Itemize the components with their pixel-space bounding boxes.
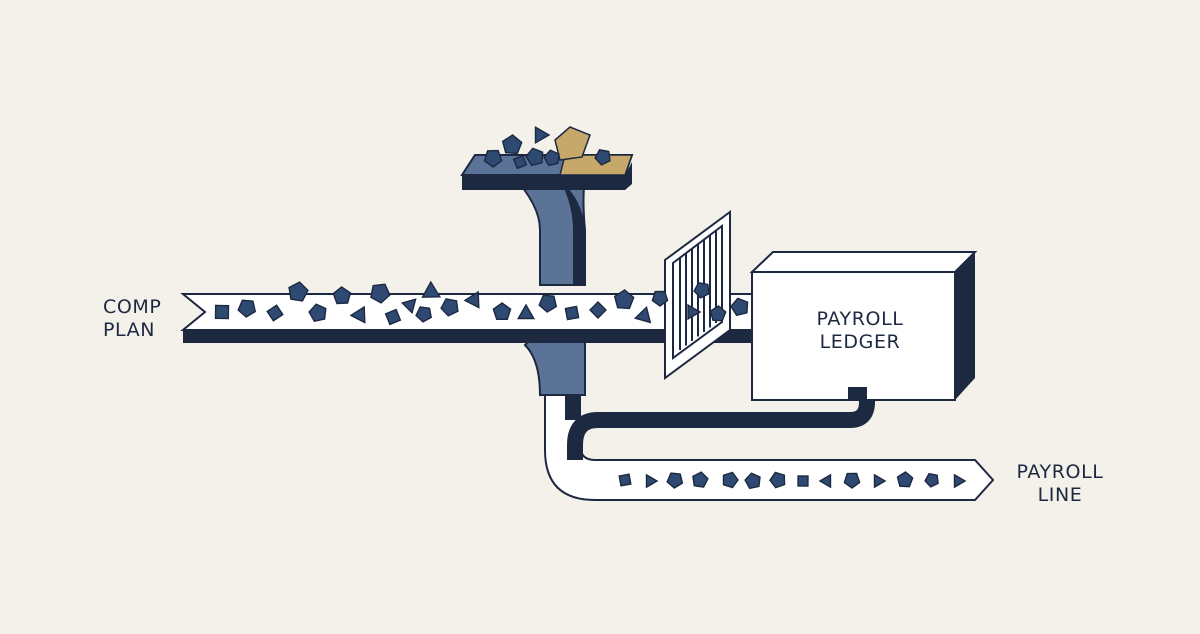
line-chip-11 [896, 471, 914, 488]
belt-chip-14 [492, 302, 512, 321]
belt-chip-1 [237, 299, 257, 318]
belt-chip-7 [370, 283, 391, 304]
comp-plan-label-line2: PLAN [103, 319, 156, 341]
belt-chip-25 [730, 297, 749, 317]
line-chip-7 [797, 475, 809, 487]
belt-chip-0 [214, 304, 230, 320]
hopper-chip-2 [534, 125, 551, 145]
box-icon [749, 251, 978, 401]
belt-chip-19 [613, 289, 635, 310]
hopper-chip-4 [543, 149, 560, 167]
comp-plan-label: COMP PLAN [103, 296, 183, 342]
belt-chip-8 [384, 308, 402, 326]
belt-chip-10 [421, 280, 442, 298]
line-chip-2 [666, 472, 684, 489]
line-chip-12 [924, 472, 939, 488]
line-chip-1 [645, 473, 659, 489]
line-chip-3 [692, 471, 709, 488]
belt-chip-16 [538, 294, 558, 313]
hopper-chip-3 [525, 147, 544, 167]
belt-chip-13 [463, 290, 480, 309]
belt-chip-11 [415, 306, 432, 323]
belt-chip-23 [693, 282, 710, 299]
return-pipe [565, 390, 875, 460]
belt-chip-24 [709, 305, 727, 322]
line-chip-5 [744, 472, 761, 490]
belt-chip-4 [308, 303, 327, 322]
belt-chip-20 [633, 305, 652, 324]
belt-chip-5 [332, 286, 352, 305]
belt-chip-3 [288, 281, 309, 302]
hopper-chip-1 [501, 134, 523, 155]
belt-chip-12 [440, 298, 459, 317]
hopper-chip-0 [483, 149, 503, 168]
payroll-line-label: PAYROLL LINE [1010, 461, 1110, 507]
payroll-ledger-label-line2: LEDGER [819, 331, 901, 353]
payroll-ledger-label-line1: PAYROLL [816, 308, 904, 330]
funnel-stem [509, 174, 587, 396]
belt-chips [214, 280, 749, 326]
belt-chip-21 [651, 290, 669, 307]
belt-chip-2 [266, 304, 284, 322]
hopper-chip-5 [594, 149, 611, 166]
belt-chip-15 [516, 303, 536, 320]
hopper-chips [483, 125, 611, 170]
line-chip-13 [953, 473, 967, 489]
line-chip-4 [722, 471, 739, 489]
line-chip-8 [818, 473, 832, 489]
payroll-line-label-line2: LINE [1037, 484, 1083, 506]
comp-plan-label-line1: COMP [103, 296, 162, 318]
line-chip-6 [769, 471, 786, 489]
line-chips [618, 471, 967, 490]
belt-chip-6 [349, 305, 366, 324]
hopper-chip-6 [512, 154, 528, 170]
hopper-icon [460, 126, 634, 190]
belt-chip-22 [687, 303, 702, 321]
belt-chip-18 [589, 301, 607, 319]
payroll-line-label-line1: PAYROLL [1016, 461, 1104, 483]
line-chip-0 [618, 473, 632, 487]
line-chip-10 [873, 473, 887, 489]
belt-chip-17 [564, 305, 580, 321]
belt-chip-9 [400, 298, 417, 315]
line-chip-9 [843, 472, 861, 489]
payroll-ledger-label: PAYROLL LEDGER [800, 308, 920, 354]
